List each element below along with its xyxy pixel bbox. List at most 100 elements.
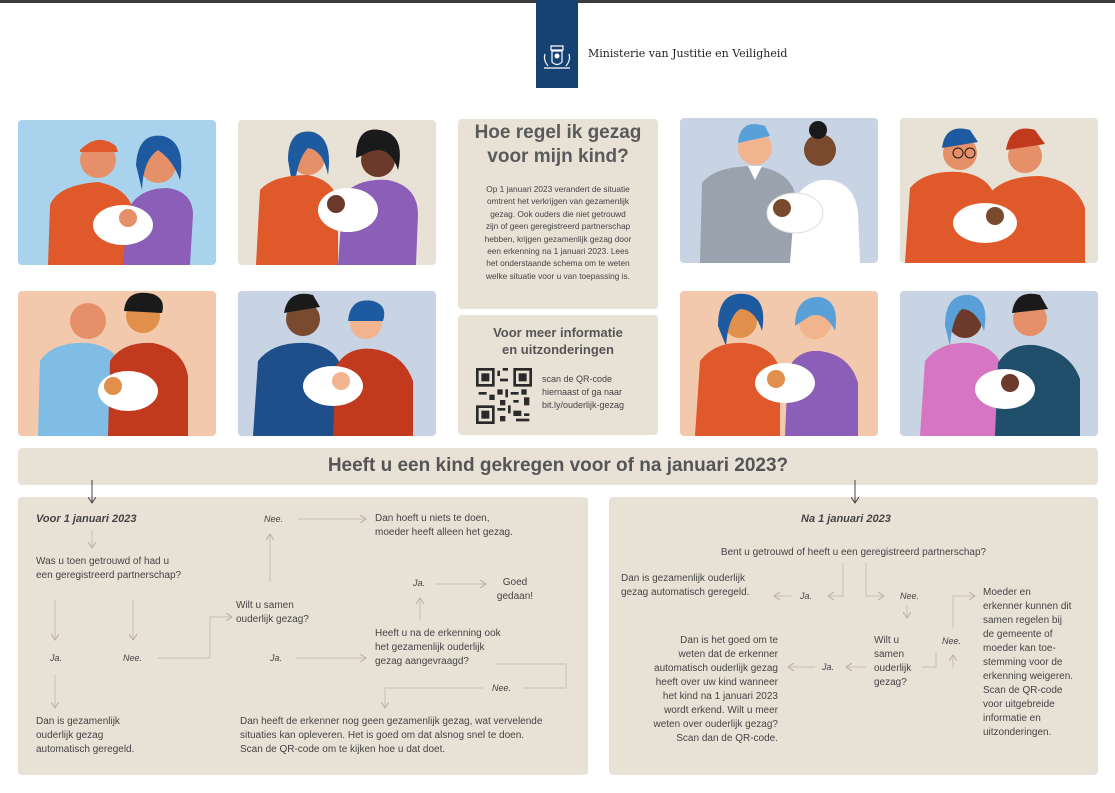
family-illustration-2: [238, 120, 436, 265]
text-line: Dan is gezamenlijk: [36, 716, 120, 727]
family-illustration-8: [900, 291, 1098, 436]
left-q-requested: Heeft u na de erkenning ook het gezamenli…: [375, 627, 501, 669]
right-q-together: Wilt u samen ouderlijk gezag?: [874, 634, 911, 690]
text-line: weten over ouderlijk gezag?: [653, 719, 778, 730]
more-info-box: Voor meer informatie en uitzonderingen sc…: [458, 315, 658, 435]
text-line: gezag automatisch geregeld.: [621, 587, 750, 598]
text-line: erkenning weigeren.: [983, 671, 1074, 682]
text-line: automatisch geregeld.: [36, 744, 135, 755]
family-illustration-7: [680, 291, 878, 436]
more-info-title: Voor meer informatie en uitzonderingen: [458, 324, 658, 358]
right-good-to-know: Dan is het goed om te weten dat de erkenn…: [620, 634, 778, 746]
qr-code-icon[interactable]: [476, 368, 532, 424]
left-ja2-label: Ja.: [270, 653, 283, 663]
text-line: het kind na 1 januari 2023: [662, 691, 778, 702]
text-line: situaties kan opleveren. Het is goed om …: [240, 730, 525, 741]
text-line: Dan is gezamenlijk ouderlijk: [621, 573, 745, 584]
text-line: wordt erkend. Wilt u meer: [664, 705, 778, 716]
left-result-auto: Dan is gezamenlijk ouderlijk gezag automat…: [36, 715, 134, 757]
text-line: voor uitgebreide: [983, 699, 1055, 710]
text-line: een geregistreerd partnerschap?: [36, 570, 182, 581]
main-question-bar: Heeft u een kind gekregen voor of na jan…: [18, 448, 1098, 485]
left-nee-label: Nee.: [123, 653, 143, 663]
flow-before-2023: [18, 497, 588, 775]
family-illustration-5: [18, 291, 216, 436]
text-line: weten dat de erkenner: [678, 649, 778, 660]
text-line: moeder kan toe-: [983, 643, 1056, 654]
intro-title-line2: voor mijn kind?: [487, 146, 629, 167]
text-line: erkenner kunnen dit: [983, 601, 1072, 612]
text-line: het gezamenlijk ouderlijk: [375, 642, 485, 653]
intro-body: Op 1 januari 2023 verandert de situatie …: [468, 183, 648, 282]
left-ja-label: Ja.: [50, 653, 63, 663]
left-flow-title: Voor 1 januari 2023: [36, 513, 137, 525]
text-line: de gemeente of: [983, 629, 1053, 640]
text-line: Heeft u na de erkenning ook: [375, 628, 501, 639]
right-ja2-label: Ja.: [822, 662, 835, 672]
right-mother: Moeder en erkenner kunnen dit samen regele…: [983, 586, 1073, 740]
text-line: Dan is het goed om te: [680, 635, 778, 646]
right-flow-title: Na 1 januari 2023: [801, 513, 891, 525]
right-nee-label: Nee.: [900, 591, 920, 601]
more-info-title-line2: en uitzonderingen: [502, 342, 614, 357]
intro-title-line1: Hoe regel ik gezag: [474, 122, 642, 143]
scan-instructions: scan de QR-code hiernaast of ga naar bit…: [542, 373, 652, 412]
right-ja-label: Ja.: [800, 591, 813, 601]
text-line: ouderlijk gezag: [36, 730, 104, 741]
text-line: gedaan!: [496, 591, 534, 602]
left-no-gezag: Dan heeft de erkenner nog geen gezamenli…: [240, 715, 542, 757]
intro-box: Hoe regel ik gezag voor mijn kind? Op 1 j…: [458, 119, 658, 309]
ministry-logo: [536, 0, 578, 88]
text-line: samen: [874, 649, 905, 660]
left-q-married: Was u toen getrouwd of had u een geregist…: [36, 555, 181, 583]
left-q-together: Wilt u samen ouderlijk gezag?: [236, 599, 309, 627]
intro-line: zijn of geen geregistreerd partnerschap: [485, 221, 631, 232]
right-q-married: Bent u getrouwd of heeft u een geregistr…: [720, 547, 987, 558]
text-line: Scan de QR-code om te kijken hoe u dat d…: [240, 744, 446, 755]
text-line: Was u toen getrouwd of had u: [36, 556, 170, 567]
family-illustration-6: [238, 291, 436, 436]
text-line: informatie en: [983, 713, 1041, 724]
text-line: automatisch ouderlijk gezag: [654, 663, 778, 674]
text-line: moeder heeft alleen het gezag.: [375, 527, 513, 538]
text-line: Scan de QR-code: [983, 685, 1063, 696]
text-line: gezag?: [874, 677, 907, 688]
family-illustration-1: [18, 120, 216, 265]
family-illustration-4: [900, 118, 1098, 263]
intro-line: gezag. Ook ouders die niet getrouwd: [490, 208, 626, 219]
text-line: ouderlijk gezag?: [236, 614, 309, 625]
main-question: Heeft u een kind gekregen voor of na jan…: [327, 455, 789, 476]
right-result-auto: Dan is gezamenlijk ouderlijk gezag automa…: [621, 572, 749, 600]
text-line: heeft over uw kind wanneer: [655, 677, 778, 688]
more-info-title-line1: Voor meer informatie: [493, 325, 623, 340]
scan-link[interactable]: bit.ly/ouderlijk-gezag: [542, 400, 625, 410]
intro-line: hebben, krijgen gezamenlijk gezag door: [484, 233, 632, 244]
text-line: Moeder en: [983, 587, 1031, 598]
right-nee2-label: Nee.: [942, 636, 962, 646]
scan-line: scan de QR-code: [542, 374, 613, 384]
intro-line: Op 1 januari 2023 verandert de situatie: [486, 184, 630, 194]
text-line: stemming voor de: [983, 657, 1063, 668]
text-line: uitzonderingen.: [983, 727, 1052, 738]
text-line: Scan dan de QR-code.: [676, 733, 778, 744]
left-nee2-label: Nee.: [264, 514, 284, 524]
intro-line: omtrent het verkrijgen van gezamenlijk: [486, 196, 630, 207]
flow-after-2023: [609, 497, 1098, 775]
scan-line: hiernaast of ga naar: [542, 387, 623, 397]
left-ja3-label: Ja.: [413, 578, 426, 588]
text-line: Goed: [502, 577, 528, 588]
ministry-name: Ministerie van Justitie en Veiligheid: [588, 47, 788, 60]
intro-title: Hoe regel ik gezag voor mijn kind?: [458, 121, 658, 169]
coat-of-arms-icon: [543, 45, 571, 69]
intro-line: het onderstaande schema om te weten: [486, 258, 630, 269]
text-line: Wilt u: [874, 635, 899, 646]
left-nee3-label: Nee.: [492, 683, 512, 693]
text-line: ouderlijk: [874, 663, 912, 674]
family-illustration-3: [680, 118, 878, 263]
text-line: Wilt u samen: [236, 600, 294, 611]
text-line: gezag aangevraagd?: [375, 656, 469, 667]
left-nothing: Dan hoeft u niets te doen,moeder heeft a…: [375, 512, 513, 540]
text-line: Dan heeft de erkenner nog geen gezamenli…: [240, 716, 543, 727]
left-good: Goed gedaan!: [490, 576, 540, 604]
text-line: samen regelen bij: [983, 615, 1062, 626]
